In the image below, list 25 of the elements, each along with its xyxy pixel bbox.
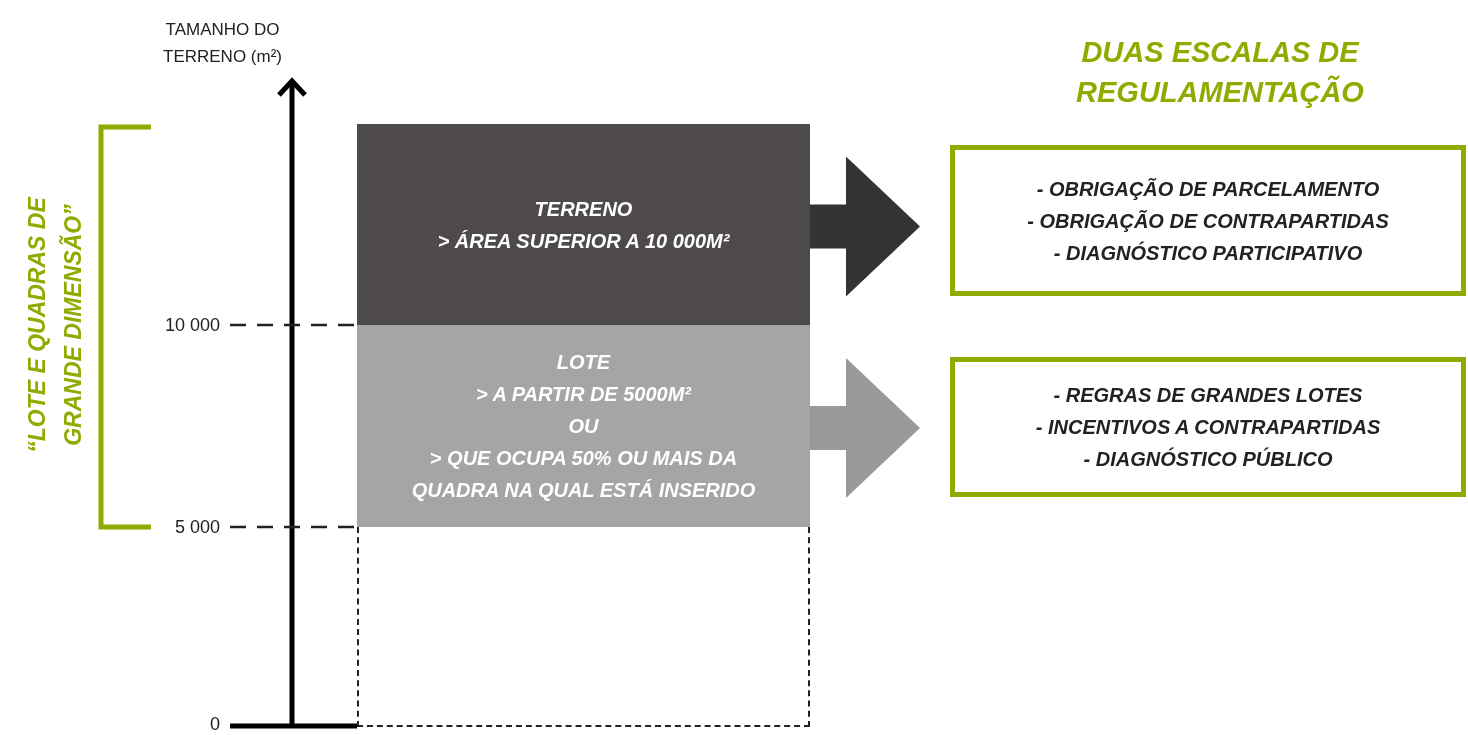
range-text: > A PARTIR DE 5000M²: [475, 382, 692, 407]
range-box: [357, 124, 810, 325]
rule-text: - REGRAS DE GRANDES LOTES: [1053, 383, 1363, 408]
tick-label: 10 000: [163, 314, 220, 336]
tick-label: 5 000: [173, 516, 220, 538]
axis-title: TAMANHO DO TERRENO (m²): [162, 19, 283, 68]
bracket-label: “LOTE E QUADRAS DE GRANDE DIMENSÃO”: [23, 195, 87, 455]
tick-label: 0: [209, 713, 220, 735]
range-box: [357, 325, 810, 527]
rule-text: - OBRIGAÇÃO DE PARCELAMENTO: [1036, 176, 1380, 202]
rules-box: [950, 357, 1466, 497]
rule-text: - INCENTIVOS A CONTRAPARTIDAS: [1035, 415, 1381, 440]
range-text: TERRENO: [534, 196, 633, 222]
rule-text: - OBRIGAÇÃO DE CONTRAPARTIDAS: [1027, 208, 1389, 234]
title: DUAS ESCALAS DE REGULAMENTAÇÃO: [1075, 35, 1365, 110]
range-text: > ÁREA SUPERIOR A 10 000M²: [437, 228, 730, 254]
range-text: OU: [568, 414, 599, 439]
box-outline: [357, 527, 810, 727]
rule-text: - DIAGNÓSTICO PARTICIPATIVO: [1053, 240, 1363, 266]
rule-text: - DIAGNÓSTICO PÚBLICO: [1083, 446, 1333, 472]
range-text: > QUE OCUPA 50% OU MAIS DA QUADRA NA QUAL ESTÁ INSERIDO: [410, 446, 757, 503]
block-arrow: [810, 358, 920, 498]
rules-box: [950, 145, 1466, 296]
block-arrow: [810, 156, 920, 297]
range-text: LOTE: [556, 350, 611, 375]
